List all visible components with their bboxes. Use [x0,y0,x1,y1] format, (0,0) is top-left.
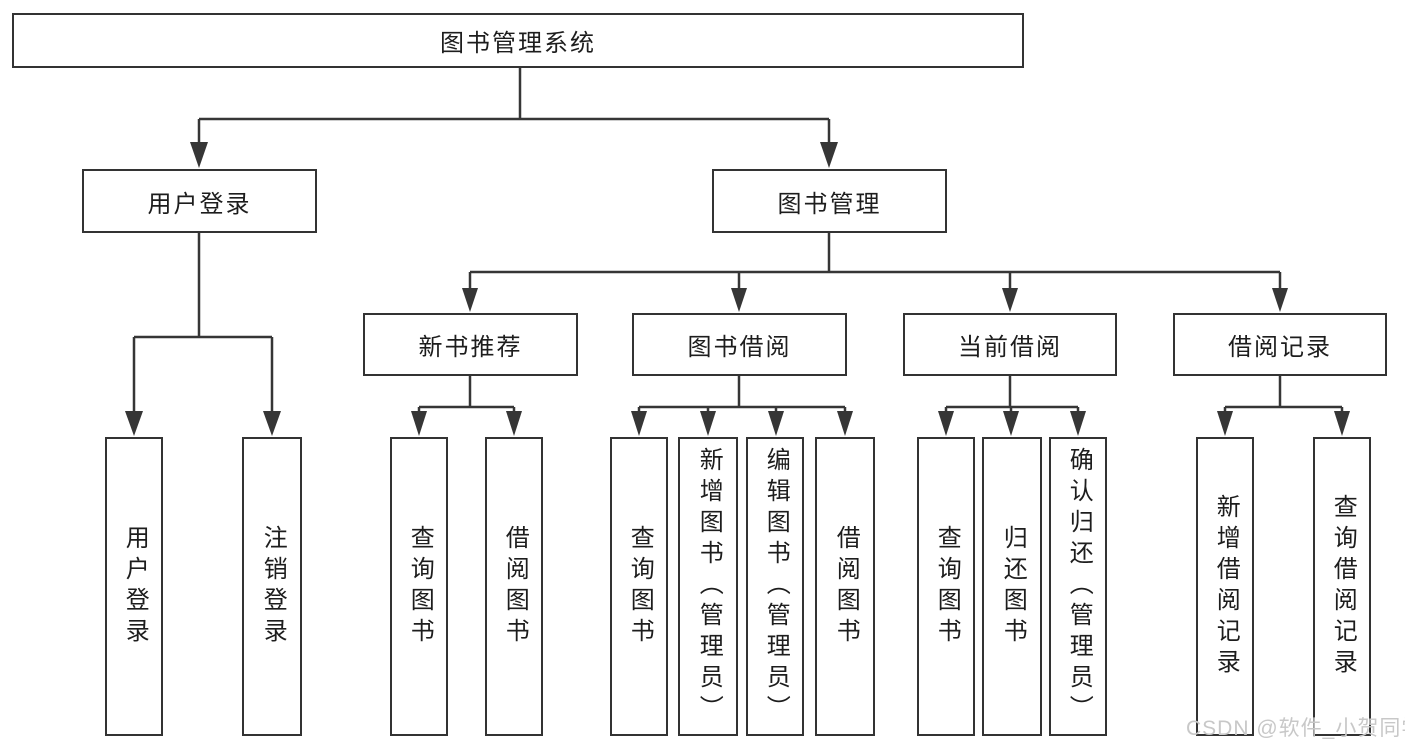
arrow-down-icon [411,411,427,436]
leaf-label: 查询图书 [933,524,961,649]
leaf-label: 查询借阅记录 [1329,493,1357,680]
leaf-label: 借阅图书 [501,524,529,649]
arrow-down-icon [506,411,522,436]
arrow-down-icon [631,411,647,436]
leaf-query-books-recommend: 查询图书 [390,437,448,736]
node-label: 用户登录 [147,190,252,218]
arrowheads [125,142,1350,436]
node-borrowing-records: 借阅记录 [1173,313,1387,376]
arrow-down-icon [263,411,281,436]
node-book-borrowing: 图书借阅 [632,313,847,376]
arrow-down-icon [1070,411,1086,436]
leaf-borrow-books-borrowing: 借阅图书 [815,437,875,736]
leaf-label: 查询图书 [406,524,434,649]
arrow-down-icon [768,411,784,436]
arrow-down-icon [1217,411,1233,436]
node-label: 借阅记录 [1228,334,1332,361]
leaf-add-book-admin: 新增图书（管理员） [678,437,738,736]
arrow-down-icon [938,411,954,436]
leaf-label: 新增借阅记录 [1212,493,1240,680]
node-current-borrowing: 当前借阅 [903,313,1117,376]
watermark: CSDN @软件_小贺同学 [1186,717,1405,740]
arrow-down-icon [1272,288,1288,312]
leaf-label: 新增图书（管理员） [695,447,723,726]
arrow-down-icon [837,411,853,436]
arrow-down-icon [700,411,716,436]
leaf-return-books: 归还图书 [982,437,1042,736]
node-label: 新书推荐 [418,334,523,361]
node-label: 图书管理 [777,190,882,218]
arrow-down-icon [820,142,838,168]
arrow-down-icon [462,288,478,312]
leaf-label: 查询图书 [626,524,654,649]
node-label: 图书借阅 [687,334,792,361]
leaf-confirm-return-admin: 确认归还（管理员） [1049,437,1107,736]
arrow-down-icon [125,411,143,436]
leaf-query-borrow-record: 查询借阅记录 [1313,437,1371,736]
leaf-edit-book-admin: 编辑图书（管理员） [746,437,804,736]
node-library-system: 图书管理系统 [12,13,1024,68]
leaf-logout: 注销登录 [242,437,302,736]
node-new-book-recommendation: 新书推荐 [363,313,578,376]
leaf-label: 编辑图书（管理员） [762,447,790,726]
leaf-user-login: 用户登录 [105,437,163,736]
arrow-down-icon [731,288,747,312]
leaf-query-books-borrowing: 查询图书 [610,437,668,736]
leaf-query-books-current: 查询图书 [917,437,975,736]
leaf-label: 注销登录 [259,524,287,649]
leaf-add-borrow-record: 新增借阅记录 [1196,437,1254,736]
leaf-label: 归还图书 [999,524,1027,649]
leaf-label: 确认归还（管理员） [1065,447,1093,726]
node-label: 当前借阅 [958,334,1062,361]
leaf-label: 借阅图书 [832,524,860,649]
arrow-down-icon [1334,411,1350,436]
arrow-down-icon [1003,411,1019,436]
node-book-management: 图书管理 [712,169,947,233]
node-user-login: 用户登录 [82,169,317,233]
arrow-down-icon [1002,288,1018,312]
leaf-label: 用户登录 [121,524,149,649]
arrow-down-icon [190,142,208,168]
leaf-borrow-books-recommend: 借阅图书 [485,437,543,736]
node-label: 图书管理系统 [440,30,596,57]
